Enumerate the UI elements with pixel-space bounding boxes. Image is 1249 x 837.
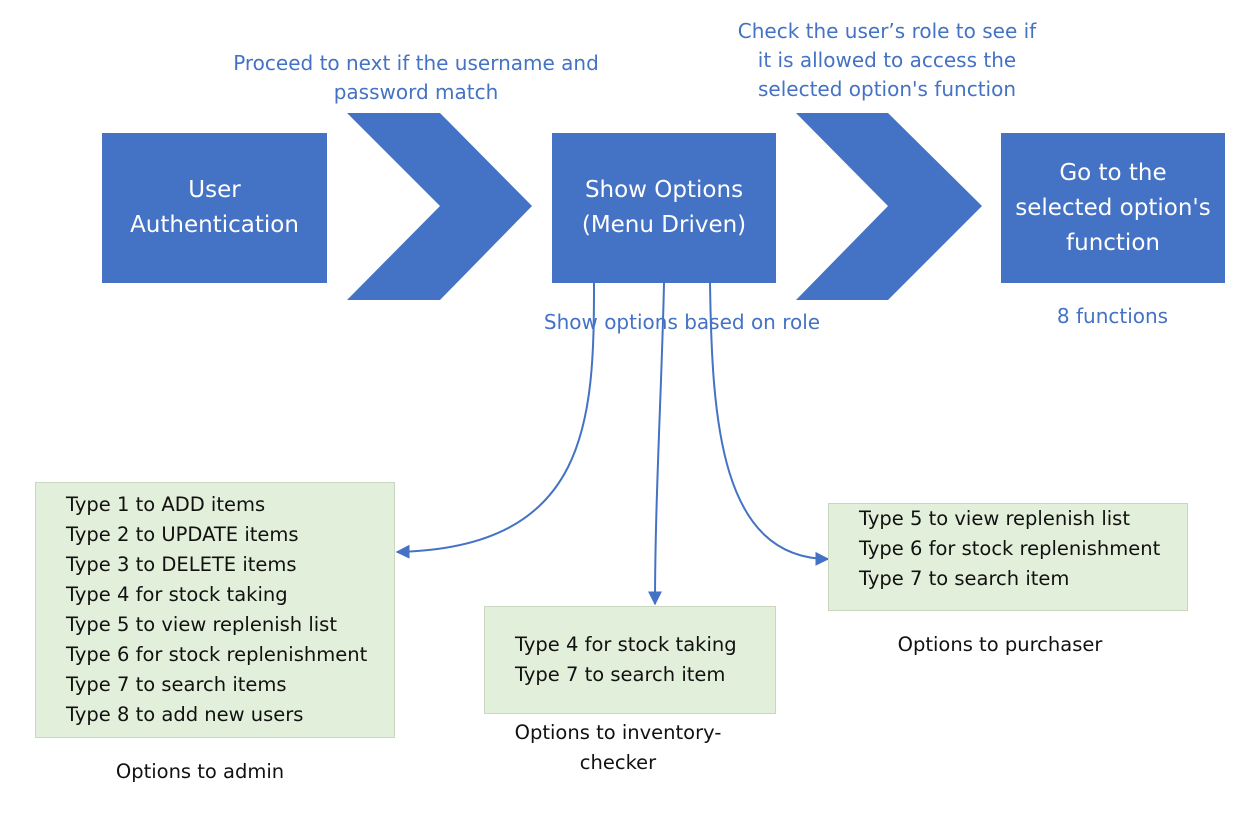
connector-to-admin <box>395 282 595 559</box>
connector-to-inventory-checker <box>648 282 665 606</box>
list-item: Type 6 for stock replenishment <box>66 643 368 666</box>
proceed-note: Proceed to next if the username and pass… <box>233 51 599 104</box>
chevron-arrow-2 <box>796 113 982 300</box>
admin-options-box: Type 1 to ADD items Type 2 to UPDATE ite… <box>35 482 395 738</box>
show-by-role-note: Show options based on role <box>543 310 821 334</box>
list-item: Type 5 to view replenish list <box>66 613 337 636</box>
functions-count-note: 8 functions <box>1056 304 1169 328</box>
step-goto-function: Go to the selected option's function <box>1001 133 1225 283</box>
list-item: Type 3 to DELETE items <box>66 553 297 576</box>
connector-to-purchaser <box>709 282 830 566</box>
list-item: Type 7 to search item <box>515 663 726 686</box>
list-item: Type 7 to search item <box>859 567 1070 590</box>
list-item: Type 8 to add new users <box>66 703 304 726</box>
list-item: Type 1 to ADD items <box>66 493 266 516</box>
step-show-options: Show Options (Menu Driven) <box>552 133 776 283</box>
list-item: Type 6 for stock replenishment <box>859 537 1161 560</box>
list-item: Type 4 for stock taking <box>66 583 288 606</box>
inventory-checker-caption: Options to inventory- checker <box>514 721 722 774</box>
inventory-checker-options-box: Type 4 for stock taking Type 7 to search… <box>484 606 776 714</box>
purchaser-options-box: Type 5 to view replenish list Type 6 for… <box>828 503 1188 611</box>
purchaser-caption: Options to purchaser <box>897 633 1103 656</box>
list-item: Type 2 to UPDATE items <box>66 523 299 546</box>
list-item: Type 7 to search items <box>66 673 287 696</box>
list-item: Type 4 for stock taking <box>515 633 737 656</box>
chevron-arrow-1 <box>347 113 532 300</box>
step-user-authentication: User Authentication <box>102 133 327 283</box>
check-role-note: Check the user’s role to see if it is al… <box>737 19 1037 101</box>
list-item: Type 5 to view replenish list <box>859 507 1130 530</box>
admin-caption: Options to admin <box>115 760 285 783</box>
